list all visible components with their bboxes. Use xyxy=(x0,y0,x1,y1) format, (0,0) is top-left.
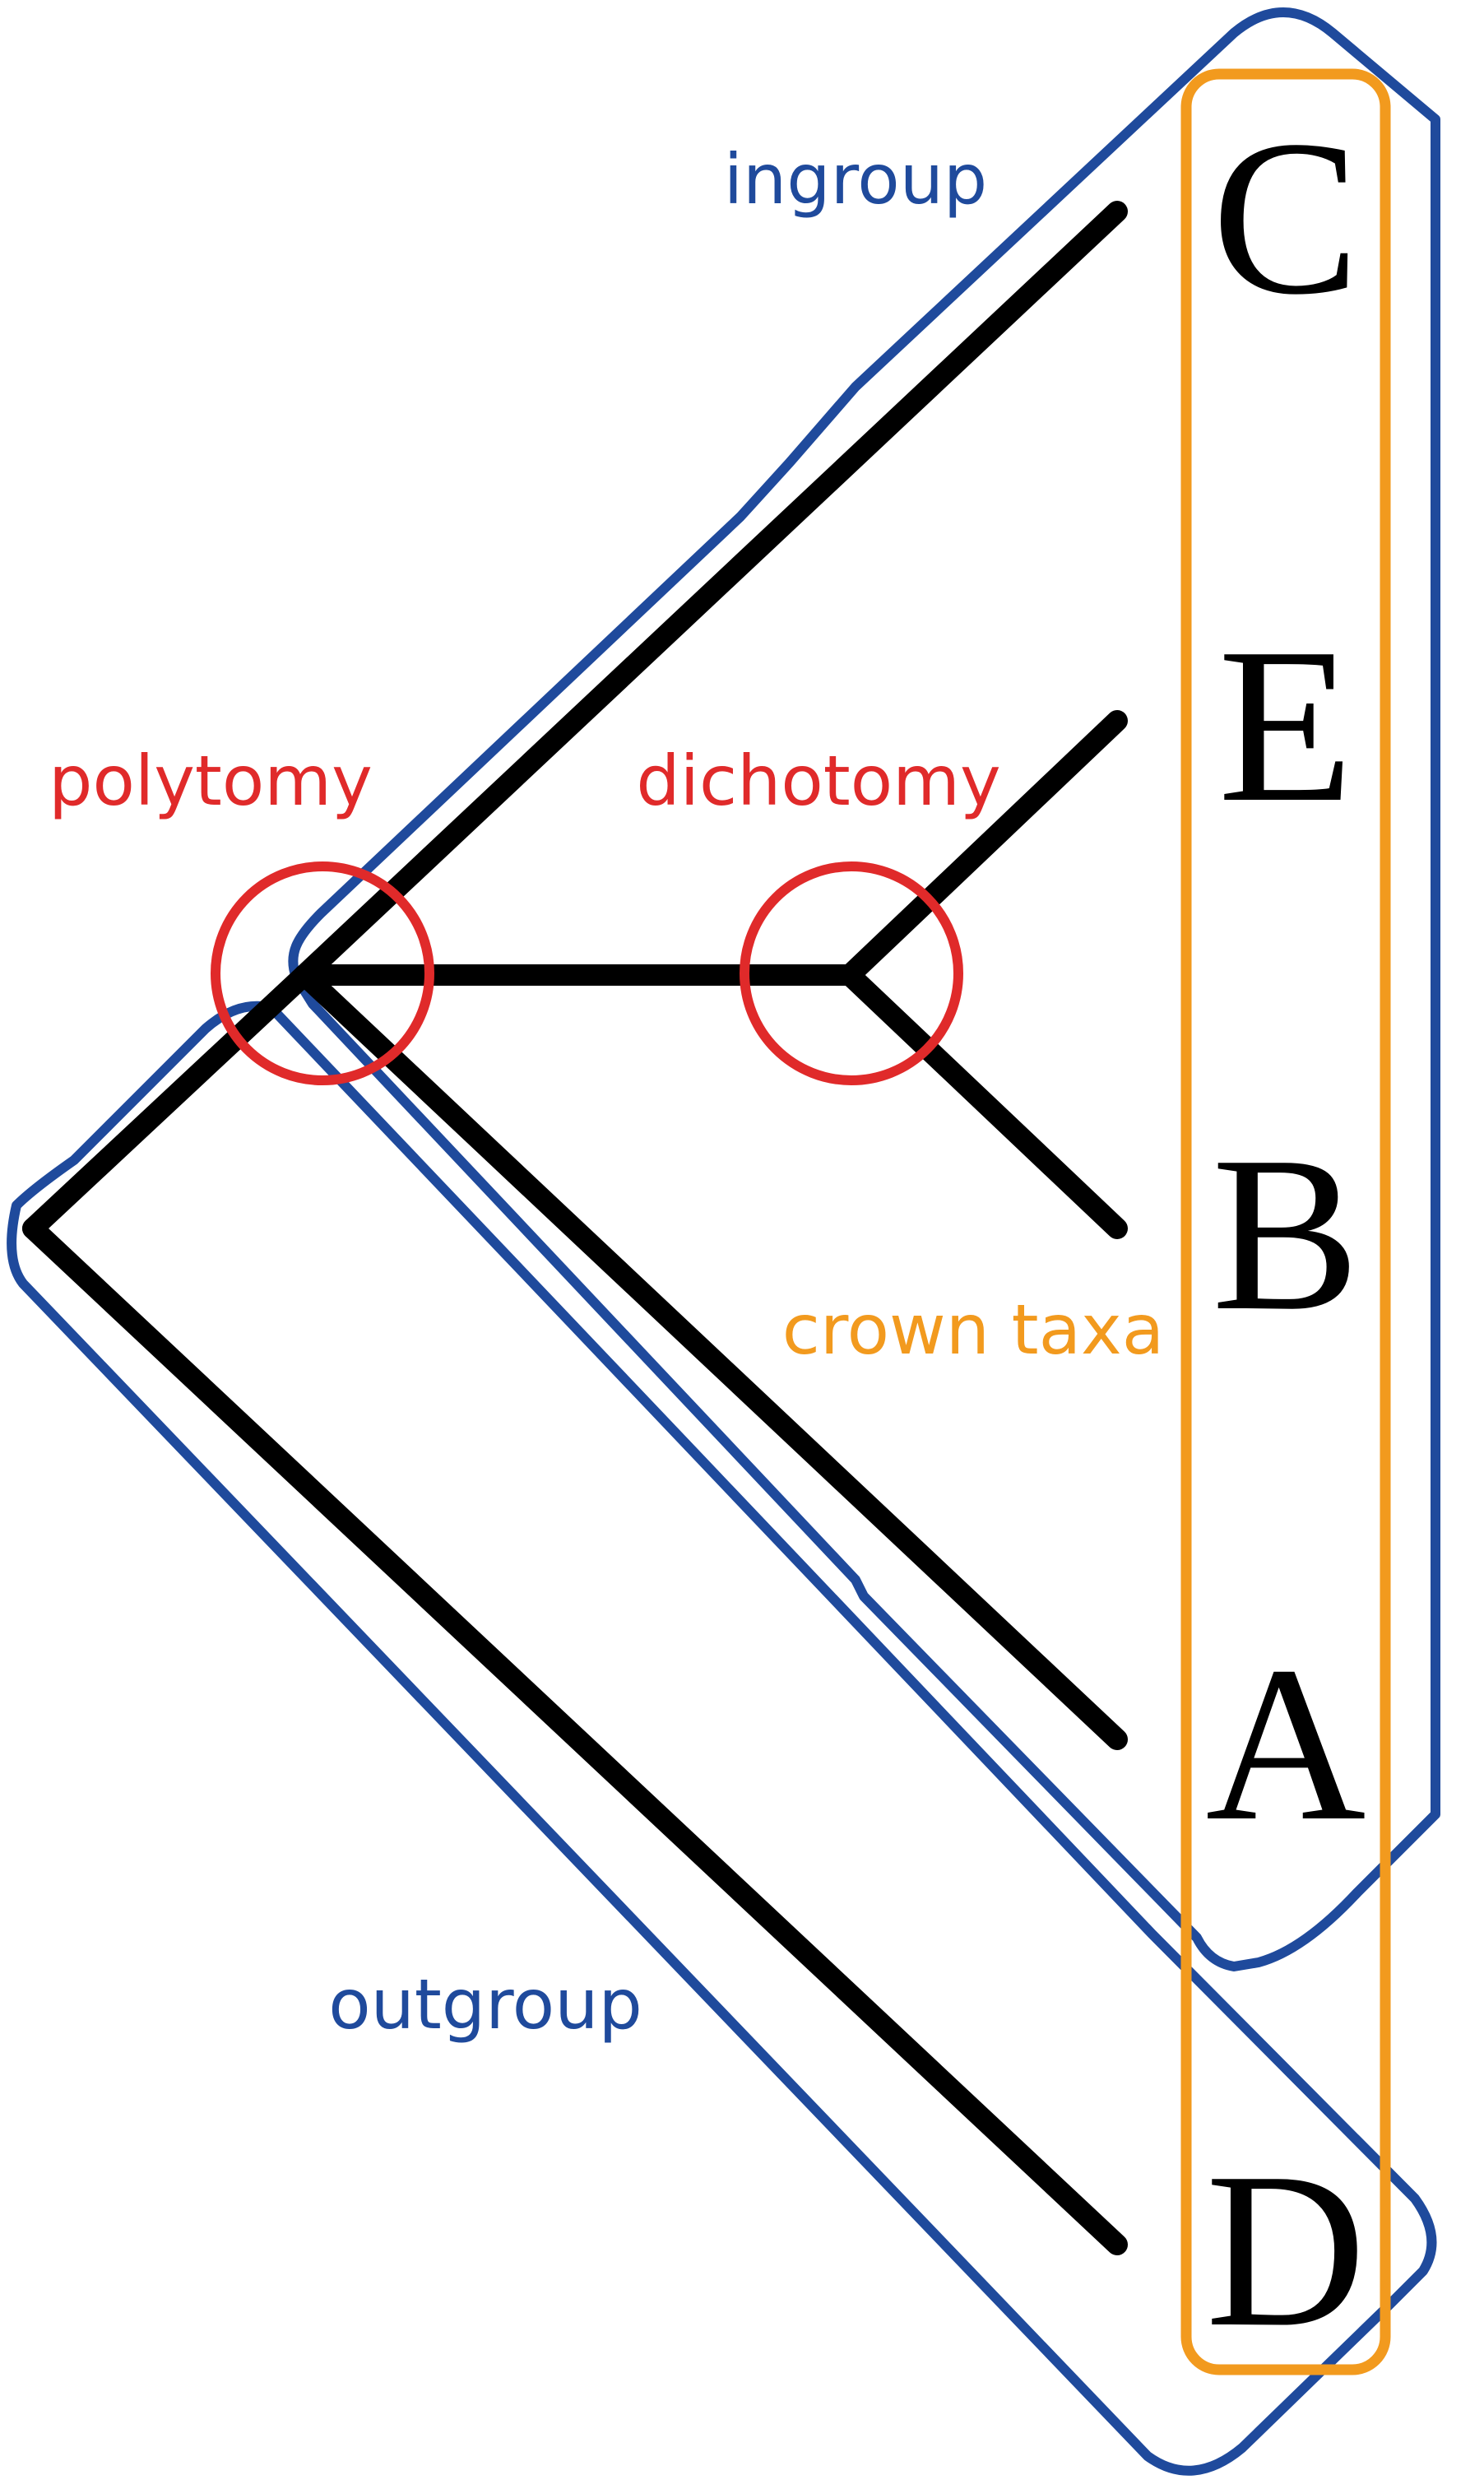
polytomy-label: polytomy xyxy=(49,741,373,821)
taxon-label-d: D xyxy=(1206,2127,1366,2373)
outgroup-label: outgroup xyxy=(328,1964,642,2045)
tree xyxy=(22,201,1128,2255)
taxon-label-b: B xyxy=(1212,1111,1360,1357)
crown-taxa-box xyxy=(1180,68,1391,2375)
taxon-label-a: A xyxy=(1206,1621,1366,1867)
branch-polytomy-to-c xyxy=(294,201,1128,986)
crown-taxa-label: crown taxa xyxy=(782,1289,1165,1370)
branch-polytomy-to-a xyxy=(294,964,1128,1750)
branch-root-to-polytomy xyxy=(22,964,315,1239)
ingroup-label: ingroup xyxy=(724,139,988,220)
dichotomy-label: dichotomy xyxy=(636,741,1000,821)
dichotomy-marker xyxy=(740,861,963,1085)
branch-root-to-d xyxy=(22,1218,1128,2255)
branch-dichotomy-to-b xyxy=(839,964,1128,1239)
polytomy-marker xyxy=(211,861,434,1085)
taxon-label-e: E xyxy=(1218,602,1354,848)
branch-dichotomy-to-e xyxy=(839,710,1128,986)
ingroup-outline xyxy=(288,7,1440,1971)
taxon-label-c: C xyxy=(1212,95,1360,341)
